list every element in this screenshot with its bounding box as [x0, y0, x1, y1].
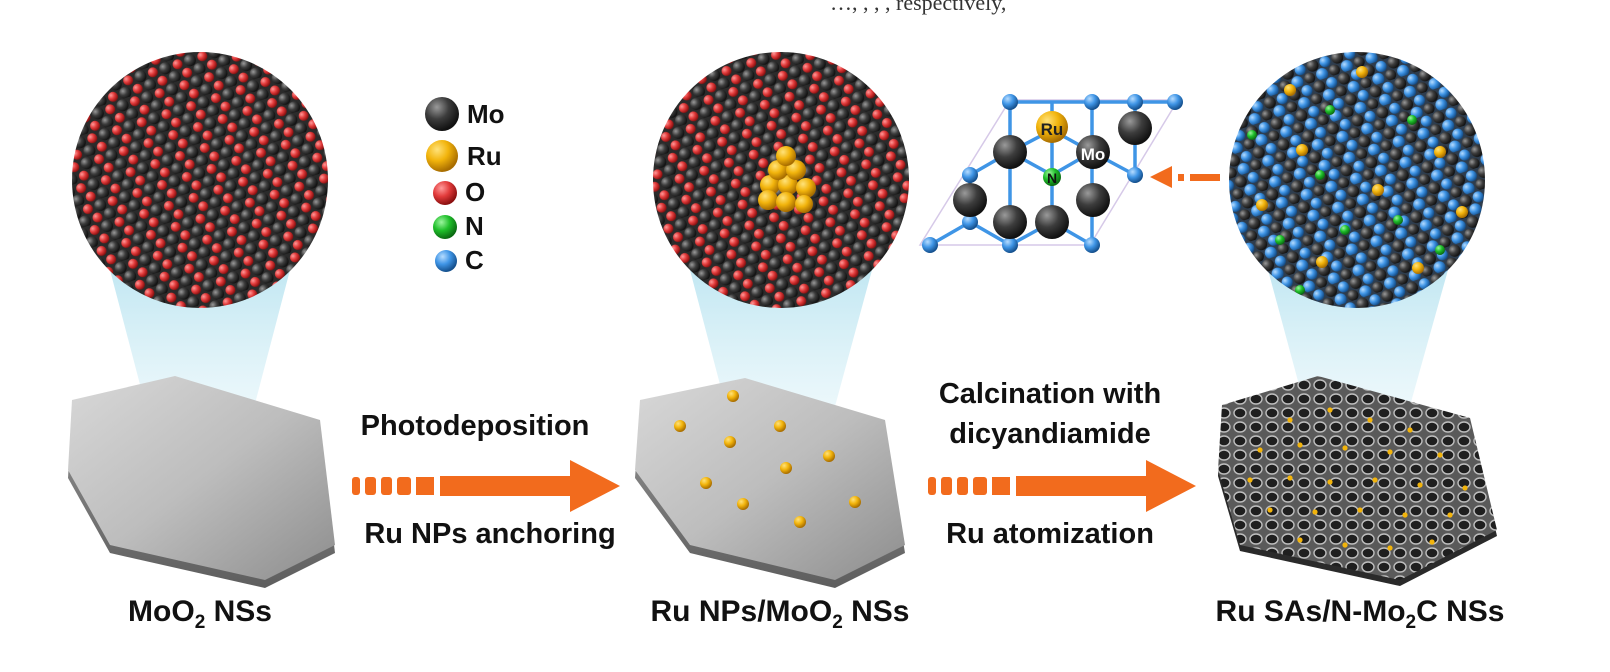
- n-sphere-icon: [433, 214, 457, 239]
- legend-o: O: [431, 177, 485, 208]
- calcination-arrow: [928, 460, 1196, 512]
- stage-label-moo2: MoO2 NSs: [128, 595, 272, 633]
- ru-single-atom-sites: [1256, 66, 1468, 274]
- structure-mo-label: Mo: [1081, 145, 1106, 164]
- cropped-caption-text: …, , , , respectively,: [830, 0, 1007, 15]
- zoom-circle-ru-sas: [1229, 52, 1485, 308]
- moo2-nanosheet: [68, 376, 335, 588]
- c-sphere-icon: [435, 249, 457, 272]
- photodeposition-arrow: [352, 460, 620, 512]
- stage-label-ru-nps-moo2: Ru NPs/MoO2 NSs: [650, 595, 910, 633]
- structure-ru-label: Ru: [1041, 120, 1064, 139]
- stage-label-ru-sas-mo2c: Ru SAs/N-Mo2C NSs: [1215, 595, 1505, 633]
- ru-atomization-label: Ru atomization: [946, 518, 1154, 550]
- zoom-to-structure-arrow: [1150, 166, 1220, 188]
- legend-ru-label: Ru: [467, 140, 502, 171]
- element-legend: Mo Ru O N C: [423, 95, 543, 285]
- ru-sas-mo2c-nanosheet: [1218, 376, 1497, 586]
- ru-sphere-icon: [426, 140, 458, 172]
- photodeposition-label: Photodeposition: [360, 410, 590, 442]
- structure-n-label: N: [1047, 170, 1057, 186]
- ru-nanoparticles: [674, 390, 861, 528]
- legend-c: C: [433, 245, 484, 276]
- ru-nps-anchoring-label: Ru NPs anchoring: [364, 518, 616, 550]
- calcination-label-line2: dicyandiamide: [949, 418, 1151, 450]
- o-sphere-icon: [433, 180, 457, 205]
- legend-o-label: O: [465, 177, 486, 207]
- ru-single-atoms: [1247, 407, 1468, 551]
- ru-nps-moo2-nanosheet: [635, 378, 905, 588]
- ru-atom: [1036, 111, 1068, 143]
- ru-n-mo2c-structure-model: Ru Mo N: [918, 94, 1183, 253]
- legend-mo: Mo: [423, 95, 505, 133]
- zoom-circle-ru-np: [653, 52, 909, 308]
- n-dopant-sites: [1247, 105, 1445, 295]
- calcination-label-line1: Calcination with: [938, 378, 1162, 410]
- legend-n-label: N: [465, 211, 484, 241]
- mo-sphere-icon: [425, 97, 459, 131]
- ru-cluster: [758, 146, 816, 213]
- zoom-circle-moo2: [72, 52, 328, 308]
- legend-mo-label: Mo: [467, 98, 505, 129]
- mo-atoms: [953, 111, 1152, 239]
- legend-ru: Ru: [423, 137, 502, 175]
- legend-c-label: C: [465, 245, 484, 275]
- n-atom: [1043, 168, 1061, 186]
- legend-n: N: [431, 211, 484, 242]
